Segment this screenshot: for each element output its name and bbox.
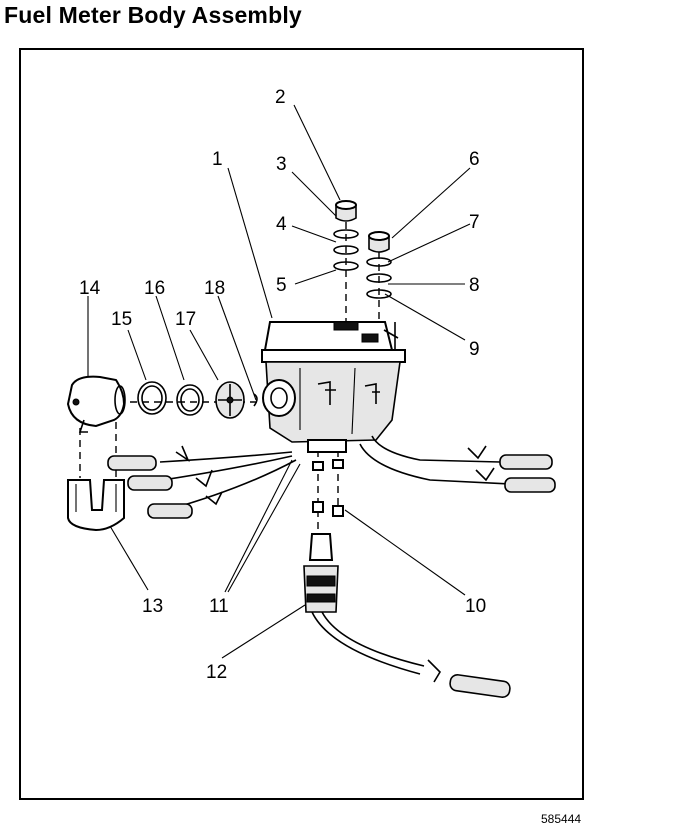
callout-12: 12	[206, 662, 227, 683]
regulator-bracket	[67, 479, 125, 532]
harness-left	[107, 445, 297, 519]
callout-6: 6	[469, 149, 480, 170]
screws	[312, 459, 344, 517]
figure-number: 585444	[541, 812, 582, 826]
callout-18: 18	[204, 278, 225, 299]
callout-15: 15	[111, 309, 132, 330]
diagram-frame	[19, 48, 584, 800]
diagram-title: Fuel Meter Body Assembly	[4, 2, 302, 28]
pressure-regulator	[66, 375, 126, 433]
callout-16: 16	[144, 278, 165, 299]
callout-4: 4	[276, 214, 287, 235]
cap-part-2	[335, 200, 357, 222]
snap-ring	[253, 393, 258, 407]
filter-screen	[215, 381, 245, 419]
callout-13: 13	[142, 596, 163, 617]
callout-9: 9	[469, 339, 480, 360]
leader-lines	[87, 104, 471, 659]
callout-labels: 1 2 3 4 5 6 7 8 9 10 11 12 13 14 15 16 1…	[79, 87, 486, 683]
callout-1: 1	[212, 149, 223, 170]
fuel-meter-body	[261, 321, 406, 453]
regulator-o-rings	[137, 381, 204, 416]
callout-3: 3	[276, 154, 287, 175]
callout-5: 5	[276, 275, 287, 296]
callout-14: 14	[79, 278, 101, 299]
callout-11: 11	[209, 596, 229, 617]
callout-17: 17	[175, 309, 196, 330]
callout-2: 2	[275, 87, 286, 108]
callout-10: 10	[465, 596, 486, 617]
callout-7: 7	[469, 212, 480, 233]
cap-part-6	[368, 231, 390, 253]
harness-right	[359, 435, 556, 493]
fuel-injector	[303, 533, 511, 698]
callout-8: 8	[469, 275, 480, 296]
